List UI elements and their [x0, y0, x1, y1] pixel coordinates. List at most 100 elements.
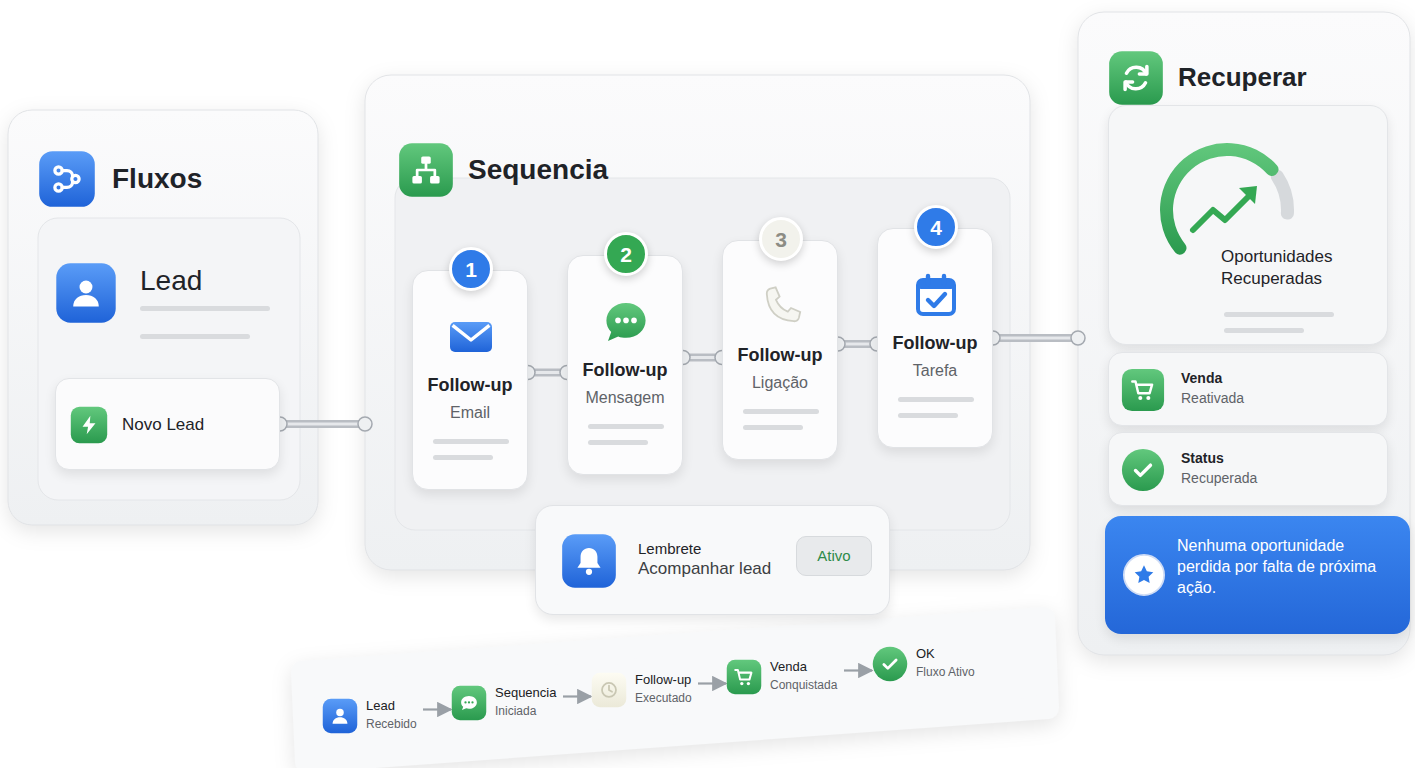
- icon-tile: [592, 673, 627, 708]
- icon-part: [336, 709, 344, 717]
- icon-part: [735, 670, 751, 680]
- step-number: 1: [449, 247, 493, 291]
- step-title: Follow-up: [413, 375, 527, 397]
- result-row: StatusRecuperada: [1108, 432, 1388, 506]
- icon-tile: [323, 699, 358, 734]
- status-step: Follow-upExecutado: [591, 672, 698, 708]
- icon-tile: [56, 263, 115, 322]
- icon-part: [1135, 565, 1154, 583]
- step-channel: Mensagem: [568, 388, 682, 407]
- metric-card: Oportunidades Recuperadas: [1108, 105, 1388, 345]
- icon-part: [928, 294, 945, 306]
- step-channel: Tarefa: [878, 361, 992, 380]
- bolt-icon: [70, 406, 108, 444]
- phone-icon: [757, 283, 805, 331]
- placeholder-line: [898, 397, 974, 402]
- step-number: 4: [914, 205, 958, 249]
- gauge-track: [1271, 170, 1294, 220]
- result-title: Venda: [1181, 370, 1222, 387]
- flow-arrow: [423, 709, 451, 710]
- result-title: Status: [1181, 450, 1224, 467]
- arrow-line: [844, 669, 872, 671]
- icon-part: [73, 295, 99, 306]
- icon-part: [577, 548, 600, 568]
- placeholder-line: [1224, 328, 1304, 333]
- pipe-highlight: [280, 423, 365, 426]
- star-icon: [1123, 554, 1165, 596]
- step-state: Iniciada: [495, 704, 536, 718]
- panel: FluxosLeadNovo Lead: [8, 110, 318, 525]
- flow-arrow: [698, 683, 726, 684]
- icon-part: [602, 683, 616, 697]
- icon-tile: [873, 647, 908, 682]
- placeholder-line: [743, 425, 803, 430]
- status-pill-label: Ativo: [797, 547, 871, 565]
- icon-part: [83, 416, 96, 434]
- step-label: Sequencia: [495, 685, 556, 701]
- step-state: Conquistada: [770, 678, 837, 692]
- icon-part: [1146, 396, 1150, 400]
- step-card: 2Follow-upMensagem: [567, 255, 683, 475]
- step-channel: Email: [413, 403, 527, 422]
- icon-part: [62, 171, 72, 188]
- pipe-plug: [358, 417, 372, 431]
- step-title: Follow-up: [878, 333, 992, 355]
- trigger-label: Novo Lead: [122, 415, 204, 435]
- arrow-line: [698, 682, 726, 684]
- icon-part: [1132, 381, 1152, 393]
- status-bar-ground: [302, 618, 1048, 762]
- icon-part: [623, 318, 629, 324]
- icon-part: [464, 701, 466, 703]
- check-icon: [1121, 448, 1165, 492]
- placeholder-line: [140, 306, 270, 311]
- icon-tile: [399, 143, 453, 197]
- placeholder-line: [433, 439, 509, 444]
- pipe-connector: [986, 331, 1085, 345]
- icon-part: [468, 701, 470, 703]
- status-pill: Ativo: [796, 536, 872, 576]
- placeholder-line: [1224, 312, 1334, 317]
- arrow-line: [423, 708, 451, 710]
- placeholder-line: [140, 334, 250, 339]
- icon-part: [740, 682, 743, 685]
- step-title: Follow-up: [723, 345, 837, 367]
- pipe-connector: [273, 417, 372, 431]
- lead-card: LeadNovo Lead: [38, 218, 300, 500]
- panel-title: Fluxos: [112, 162, 202, 196]
- panel: RecuperarOportunidades RecuperadasVendaR…: [1078, 12, 1410, 655]
- icon-tile: [727, 660, 762, 695]
- gauge-fill: [1160, 143, 1279, 255]
- icon-part: [928, 276, 944, 284]
- pipe-plug: [1071, 331, 1085, 345]
- sitemap-icon: [398, 142, 454, 198]
- placeholder-line: [588, 424, 664, 429]
- icon-tile: [1124, 555, 1164, 595]
- icon-part: [918, 280, 954, 314]
- icon-tile: [1122, 449, 1164, 491]
- icon-part: [609, 686, 612, 692]
- result-value: Recuperada: [1181, 470, 1257, 487]
- step-card: 1Follow-upEmail: [412, 270, 528, 490]
- icon-part: [471, 701, 473, 703]
- calendar-icon: [912, 271, 960, 319]
- status-step: SequenciaIniciada: [451, 685, 563, 721]
- step-state: Executado: [635, 691, 692, 705]
- status-step: OKFluxo Ativo: [872, 646, 981, 682]
- icon-part: [631, 318, 637, 324]
- icon-part: [918, 280, 954, 289]
- metric-label: Oportunidades Recuperadas: [1221, 246, 1376, 290]
- panel-ground: [8, 110, 318, 525]
- placeholder-line: [898, 413, 958, 418]
- icon-part: [333, 717, 348, 724]
- bell-icon: [561, 533, 617, 589]
- reminder-text: Acompanhar lead: [638, 559, 771, 579]
- icon-tile: [1122, 369, 1164, 411]
- reminder-title: Lembrete: [638, 540, 701, 558]
- panel-ground: [365, 75, 1030, 570]
- icon-part: [1138, 396, 1142, 400]
- promise-banner: Nenhuma oportunidade perdida por falta d…: [1105, 516, 1410, 634]
- panel: Sequencia1Follow-upEmail2Follow-upMensag…: [365, 75, 1030, 570]
- banner-text: Nenhuma oportunidade perdida por falta d…: [1177, 536, 1399, 598]
- cart-icon: [1121, 368, 1165, 412]
- icon-tile: [452, 686, 487, 721]
